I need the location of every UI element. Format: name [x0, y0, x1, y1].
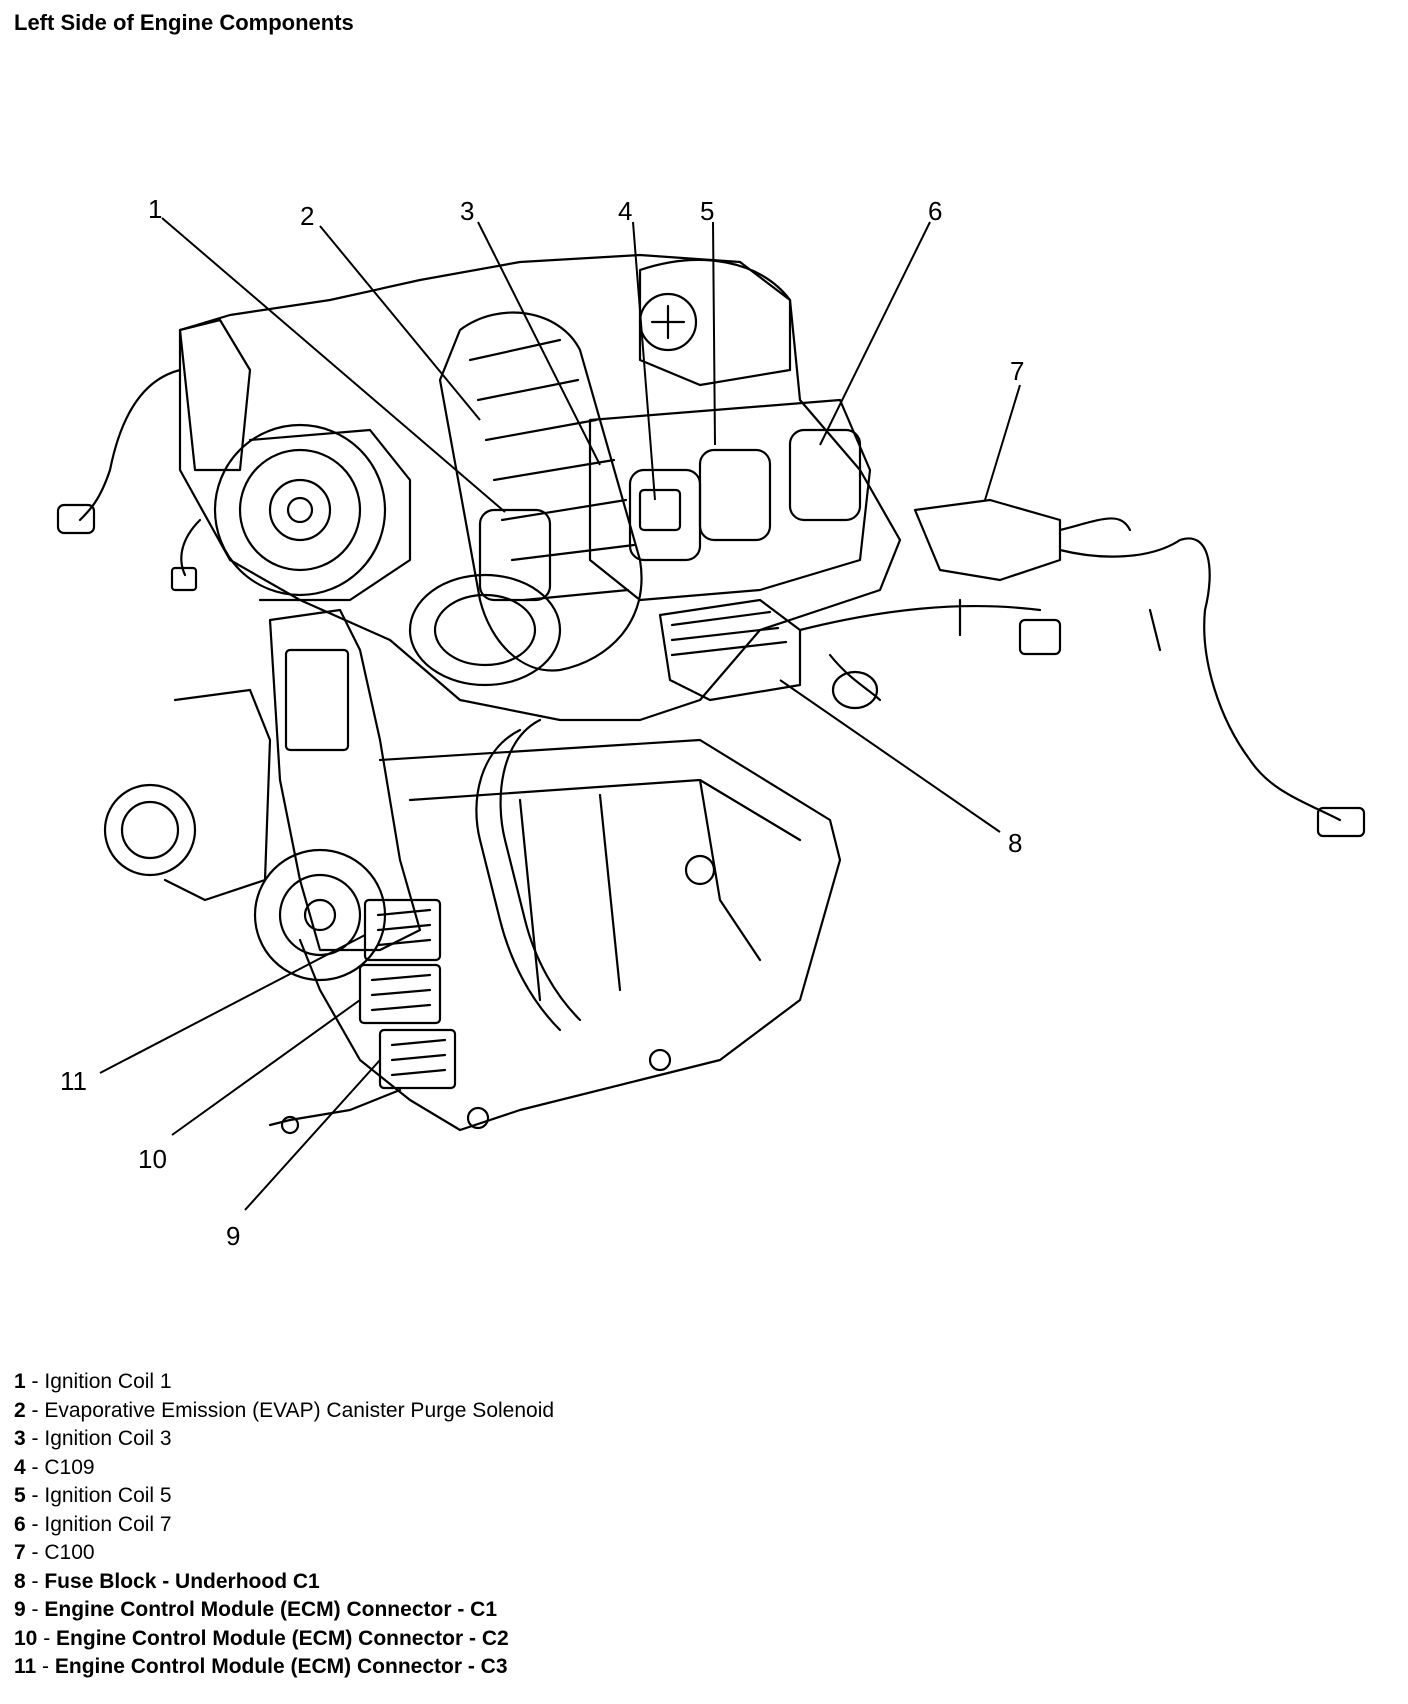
legend-item: 2 - Evaporative Emission (EVAP) Canister…: [14, 1398, 555, 1422]
callout-6: 6: [928, 196, 942, 226]
callout-1: 1: [148, 194, 162, 224]
callout-11: 11: [60, 1066, 87, 1096]
legend-item: 8 - Fuse Block - Underhood C1: [14, 1569, 320, 1593]
callout-8: 8: [1008, 828, 1022, 858]
legend-item: 1 - Ignition Coil 1: [14, 1370, 172, 1393]
legend-item: 6 - Ignition Coil 7: [14, 1512, 172, 1536]
leader-lines: [99, 217, 1021, 1211]
legend-item: 7 - C100: [14, 1541, 95, 1564]
leader-line-2: [319, 225, 481, 421]
leader-line-4: [632, 221, 656, 501]
leader-line-8: [779, 679, 1001, 833]
leader-line-1: [161, 217, 506, 513]
callout-numbers: 1 2 3 4 5 6 7 8 9 10 11: [60, 194, 1024, 1251]
callout-3: 3: [460, 196, 474, 226]
engine-illustration: [56, 253, 1366, 1135]
legend-item: 10 - Engine Control Module (ECM) Connect…: [14, 1626, 509, 1650]
engine-diagram: 1 2 3 4 5 6 7 8 9 10 11: [56, 194, 1366, 1251]
callout-10: 10: [138, 1144, 167, 1174]
leader-line-10: [171, 999, 361, 1136]
legend-item: 11 - Engine Control Module (ECM) Connect…: [14, 1655, 508, 1678]
callout-4: 4: [618, 196, 632, 226]
page-title: Left Side of Engine Components: [14, 10, 354, 35]
legend-list: 1 - Ignition Coil 1 2 - Evaporative Emis…: [14, 1368, 554, 1682]
legend-item: 4 - C109: [14, 1455, 95, 1479]
leader-line-9: [244, 1059, 381, 1211]
callout-7: 7: [1010, 356, 1024, 386]
leader-line-11: [99, 934, 366, 1074]
callout-5: 5: [700, 196, 714, 226]
leader-line-7: [984, 384, 1021, 501]
leader-line-3: [477, 221, 601, 466]
legend-item: 3 - Ignition Coil 3: [14, 1427, 172, 1450]
callout-2: 2: [300, 201, 314, 231]
leader-line-5: [712, 221, 716, 446]
legend-item: 5 - Ignition Coil 5: [14, 1484, 172, 1507]
callout-9: 9: [226, 1221, 240, 1251]
leader-line-6: [819, 221, 931, 446]
legend-item: 9 - Engine Control Module (ECM) Connecto…: [14, 1598, 497, 1621]
